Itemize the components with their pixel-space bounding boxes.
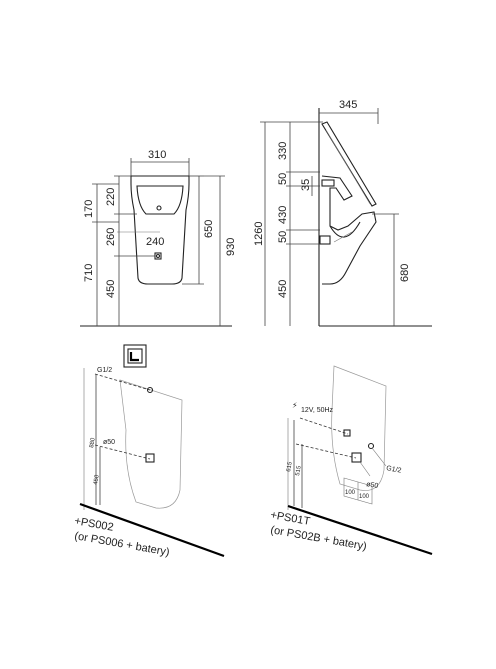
flush-button-inner-icon [127, 348, 143, 364]
install-left-product-line2: (or PS006 + batery) [73, 530, 170, 559]
install-right-pipe-leader [359, 461, 371, 477]
side-dim-450: 450 [277, 280, 289, 298]
install-left-thread-label: G1/2 [97, 367, 112, 374]
side-cover-inner [325, 129, 371, 205]
install-left-inlet-icon [146, 386, 154, 394]
side-depth-label: 345 [339, 99, 357, 111]
install-right-dim-100-b: 100 [359, 494, 370, 500]
install-left-inlet-line [94, 373, 151, 391]
front-view: 310 240 220 260 450 170 710 650 [80, 149, 237, 327]
front-dim-240: 240 [146, 236, 164, 248]
side-dim-330: 330 [277, 142, 289, 160]
install-right-power-label: 12V, 50Hz [301, 407, 334, 414]
side-inlet-pipe [321, 179, 335, 187]
install-left-dim-450: 450 [93, 474, 101, 486]
side-dim-50-bottom: 50 [277, 231, 289, 243]
install-right-dim-515: 515 [295, 465, 303, 477]
front-sensor-icon [154, 252, 162, 260]
front-drain-icon [156, 205, 162, 211]
install-right-outlet-icon [351, 452, 362, 463]
side-dim-1260: 1260 [253, 222, 265, 246]
install-right-pipe-label: ø50 [366, 481, 379, 490]
side-siphon-line [333, 231, 353, 243]
side-outlet-pipe [319, 235, 331, 245]
front-sensor-lens-icon [155, 253, 161, 259]
install-left-view: G1/2 ø50 880 450 +PS002 (or PS006 + bate… [73, 344, 225, 559]
front-dim-260: 260 [105, 228, 117, 246]
install-right-dim-100-a: 100 [345, 490, 356, 496]
install-right-thread-label: G1/2 [386, 465, 402, 475]
front-urinal-bowl [136, 185, 184, 215]
install-right-outlet-line [295, 443, 357, 459]
side-dim-430: 430 [277, 206, 289, 224]
install-right-view: ⚡ 12V, 50Hz G1/2 ø50 100 100 615 515 +PS… [269, 365, 433, 556]
install-left-outlet-icon [145, 453, 155, 463]
front-dim-170: 170 [83, 200, 95, 218]
install-left-dim-880: 880 [89, 437, 97, 449]
side-dim-50-top: 50 [277, 173, 289, 185]
install-left-ghost-urinal [119, 379, 183, 509]
install-right-dim-615: 615 [286, 461, 294, 473]
flush-button-icon [123, 344, 147, 368]
side-cover-open [321, 121, 377, 207]
side-urinal-bowl [329, 221, 361, 238]
install-right-power-line [299, 417, 349, 435]
install-left-outlet-line [94, 444, 151, 460]
front-width-label: 310 [148, 149, 166, 161]
front-dim-710: 710 [83, 264, 95, 282]
front-dim-450-left: 450 [105, 280, 117, 298]
install-left-floor-line [79, 502, 225, 558]
power-bolt-icon: ⚡ [292, 401, 298, 410]
side-urinal-profile [321, 175, 377, 285]
install-right-thread-leader [371, 447, 387, 467]
front-dim-650: 650 [203, 220, 215, 238]
install-right-floor-line [287, 504, 433, 556]
front-urinal-body [130, 175, 190, 285]
front-dim-930: 930 [225, 238, 237, 256]
flush-button-mark-icon [129, 352, 139, 362]
install-right-ghost-urinal [331, 365, 387, 491]
side-dim-35: 35 [300, 179, 312, 191]
front-dim-220: 220 [105, 188, 117, 206]
side-dim-680: 680 [399, 264, 411, 282]
install-left-pipe-label: ø50 [103, 439, 115, 446]
install-right-inlet-icon [367, 442, 375, 450]
install-right-box [343, 477, 373, 505]
side-view: 345 1260 330 50 430 50 450 35 680 [253, 99, 432, 327]
install-right-power-box-icon [343, 429, 351, 437]
